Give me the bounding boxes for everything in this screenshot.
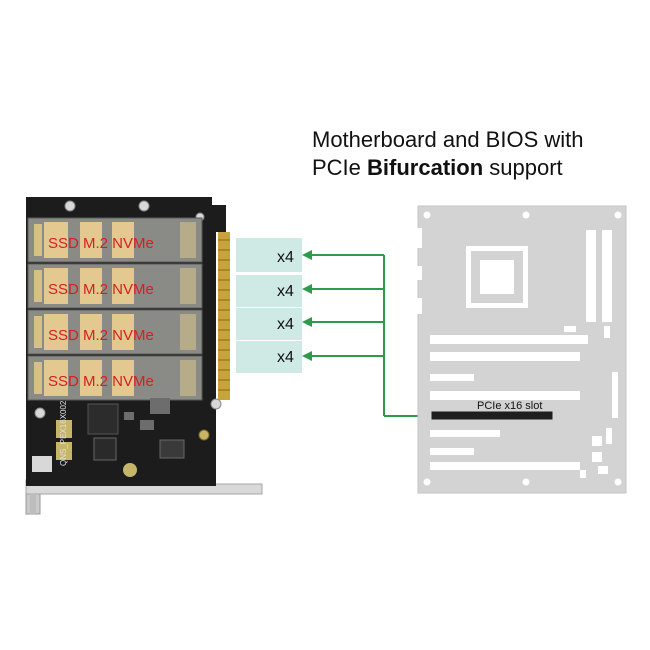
lane-label: x4 [277, 316, 294, 333]
pcie-x16-slot [431, 411, 553, 420]
ssd-module: SSD M.2 NVMe [27, 309, 203, 355]
ssd-module: SSD M.2 NVMe [27, 355, 203, 401]
lane-label: x4 [277, 349, 294, 366]
headline-line-1: Motherboard and BIOS with [312, 127, 584, 152]
lane-band [236, 308, 302, 340]
lane-bands: x4 x4 x4 x4 [236, 238, 302, 373]
lane-arrows [302, 250, 436, 417]
lane-band [236, 341, 302, 373]
pcb-marking: QNS_PEX16X002 [59, 400, 68, 466]
motherboard: PCIe x16 slot [410, 205, 627, 494]
lane-label: x4 [277, 283, 294, 300]
headline: Motherboard and BIOS with PCIe Bifurcati… [312, 126, 642, 182]
ssd-module: SSD M.2 NVMe [27, 217, 203, 263]
ssd-label: SSD M.2 NVMe [48, 235, 154, 252]
lane-band [236, 275, 302, 307]
ram-slot [602, 230, 612, 322]
headline-bold-word: Bifurcation [367, 155, 484, 180]
headline-prefix: PCIe [312, 155, 368, 180]
pcie-slot-label: PCIe x16 slot [477, 400, 542, 412]
headline-suffix: support [483, 155, 563, 180]
ssd-module: SSD M.2 NVMe [27, 263, 203, 309]
ssd-label: SSD M.2 NVMe [48, 327, 154, 344]
ram-slot [586, 230, 596, 322]
lane-band [236, 238, 302, 272]
pcb-components: QNS_PEX16X002 [32, 398, 185, 477]
ssd-label: SSD M.2 NVMe [48, 373, 154, 390]
headline-line-2: PCIe Bifurcation support [312, 154, 642, 182]
ssd-label: SSD M.2 NVMe [48, 281, 154, 298]
lane-label: x4 [277, 249, 294, 266]
edge-connector [218, 232, 230, 400]
